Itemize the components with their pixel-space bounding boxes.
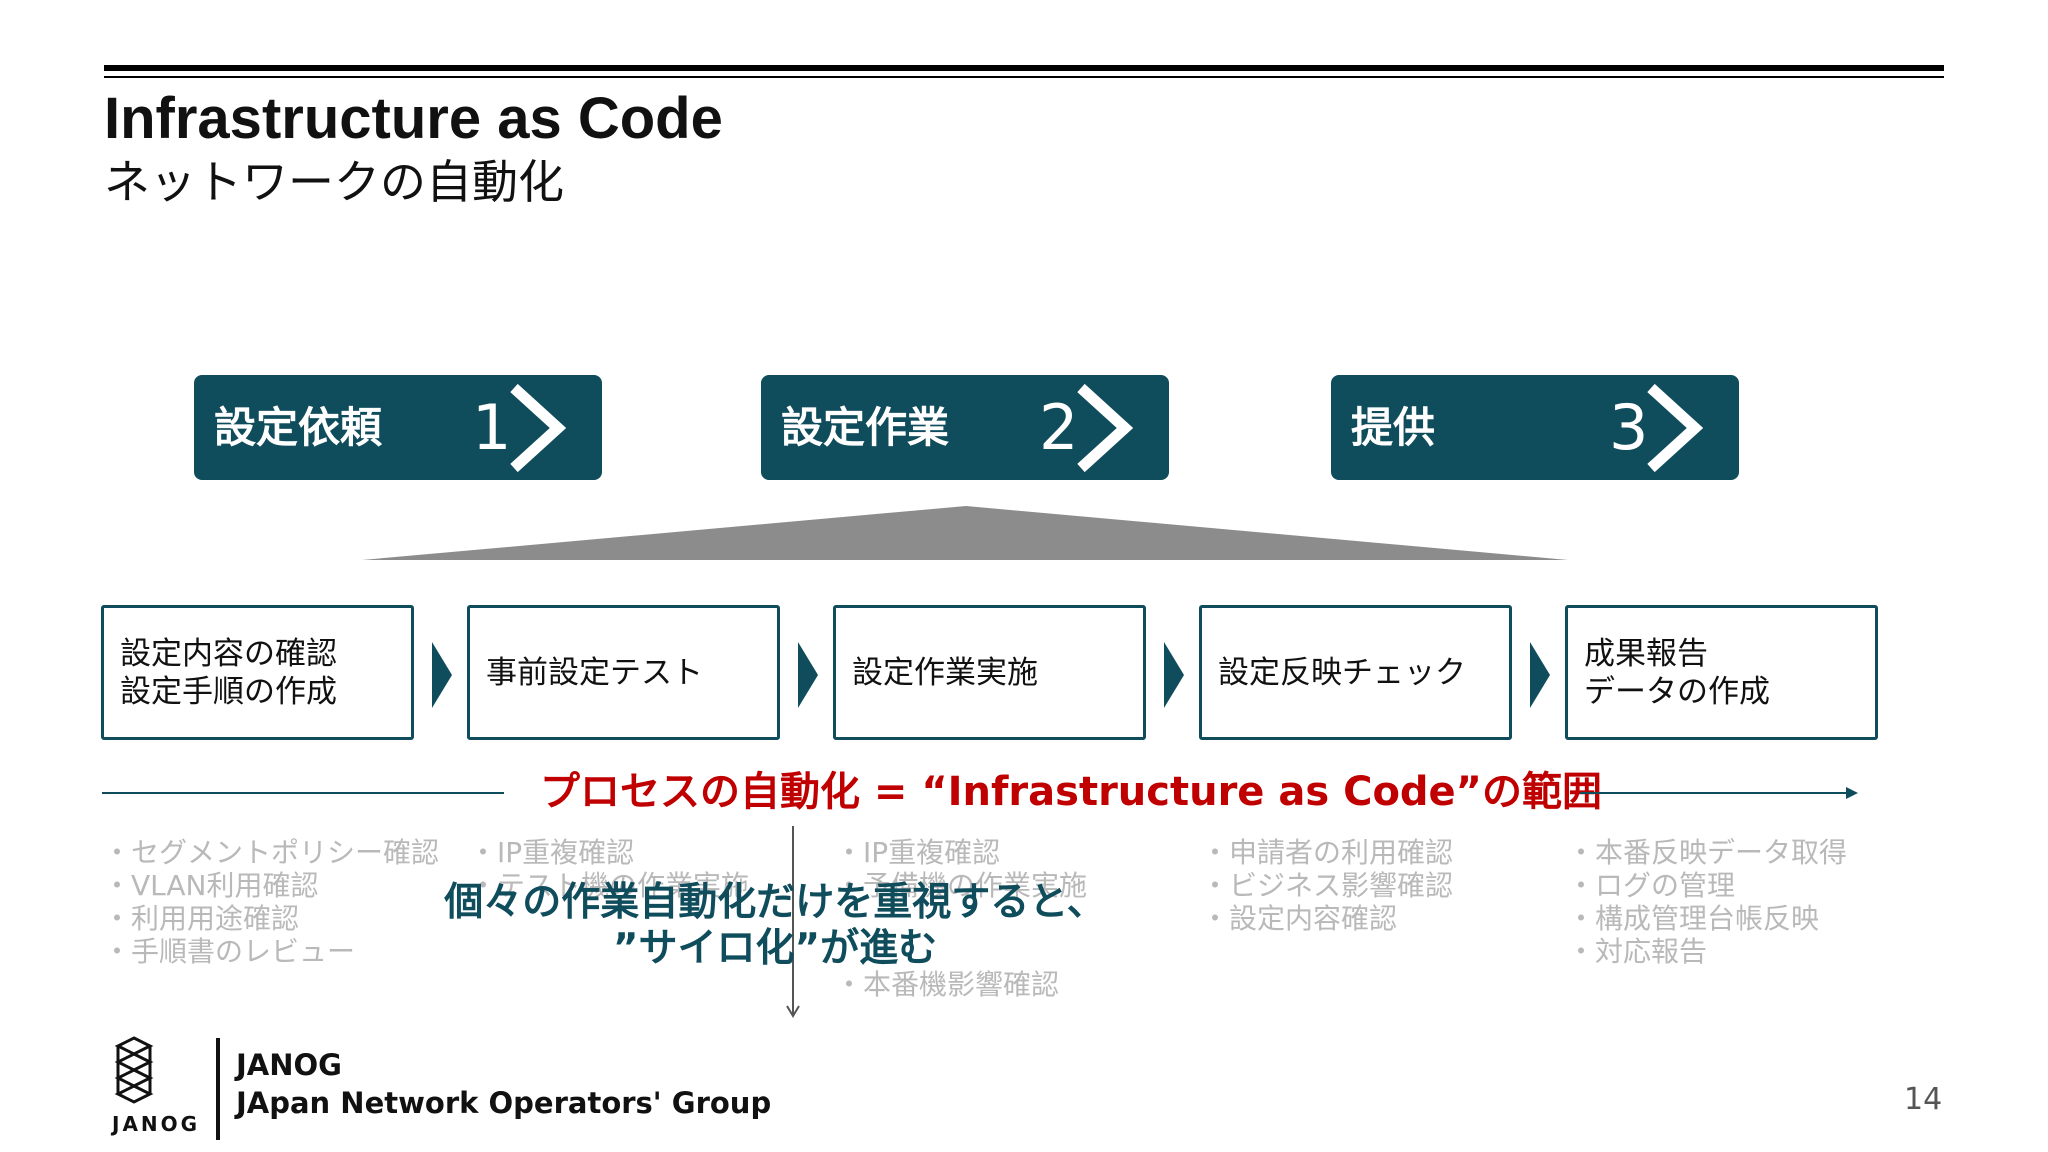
phase-number: 1 — [472, 391, 512, 464]
scope-line-left — [102, 792, 504, 794]
task-item: ・利用用途確認 — [103, 902, 300, 935]
task-item: ・ログの管理 — [1567, 869, 1736, 902]
task-item: ・テスト機の作業実施 — [469, 869, 750, 902]
step-box-2: 事前設定テスト — [467, 605, 780, 740]
task-item: ・設定内容確認 — [1201, 902, 1398, 935]
org-short-name: JANOG — [236, 1048, 342, 1082]
page-number: 14 — [1904, 1082, 1943, 1117]
task-item: ・対応報告 — [1567, 935, 1708, 968]
silo-callout: 個々の作業自動化だけを重視すると、 ”サイロ化”が進む — [444, 880, 1106, 971]
task-list-5: ・本番反映データ取得 ・ログの管理 ・構成管理台帳反映 ・対応報告 — [1567, 836, 1847, 968]
step-box-4: 設定反映チェック — [1199, 605, 1512, 740]
slide-title: Infrastructure as Code — [104, 86, 723, 151]
phase-box-2: 設定作業 2 — [761, 375, 1169, 480]
task-item: ・予備機の作業実施 — [835, 869, 1088, 902]
task-item: ・本番反映データ取得 — [1567, 836, 1848, 869]
step-box-1: 設定内容の確認 設定手順の作成 — [101, 605, 414, 740]
phase-label: 設定作業 — [781, 403, 950, 452]
step-arrow-icon — [1530, 642, 1550, 708]
janog-logo-icon — [114, 1036, 154, 1104]
step-text: 設定作業実施 — [852, 654, 1038, 691]
expansion-fan-shape — [362, 506, 1568, 560]
footer-divider — [216, 1038, 220, 1140]
task-list-3: ・IP重複確認 ・予備機の作業実施 ・本番機影響確認 — [835, 836, 1087, 1001]
arrow-down-icon — [786, 826, 800, 1018]
step-arrow-icon — [798, 642, 818, 708]
task-list-4: ・申請者の利用確認 ・ビジネス影響確認 ・設定内容確認 — [1201, 836, 1453, 935]
chevron-right-icon — [1647, 383, 1704, 473]
phase-number: 3 — [1609, 391, 1649, 464]
phase-label: 提供 — [1351, 403, 1436, 452]
step-box-3: 設定作業実施 — [833, 605, 1146, 740]
task-item: ・構成管理台帳反映 — [1567, 902, 1820, 935]
task-item: ・IP重複確認 — [469, 836, 635, 869]
phase-number: 2 — [1039, 391, 1079, 464]
step-text: 設定内容の確認 設定手順の作成 — [120, 635, 337, 710]
step-arrow-icon — [432, 642, 452, 708]
phase-box-3: 提供 3 — [1331, 375, 1739, 480]
step-text: 事前設定テスト — [486, 654, 703, 691]
logo-wordmark: JANOG — [112, 1112, 201, 1136]
task-item: ・ビジネス影響確認 — [1201, 869, 1454, 902]
scope-label: プロセスの自動化 = “Infrastructure as Code”の範囲 — [540, 769, 1602, 815]
task-item: ・セグメントポリシー確認 — [103, 836, 440, 869]
task-item: ・VLAN利用確認 — [103, 869, 319, 902]
step-box-5: 成果報告 データの作成 — [1565, 605, 1878, 740]
arrow-right-icon — [1580, 787, 1858, 799]
task-item: ・申請者の利用確認 — [1201, 836, 1454, 869]
task-list-1: ・セグメントポリシー確認 ・VLAN利用確認 ・利用用途確認 ・手順書のレビュー — [103, 836, 439, 968]
header-rule-thick — [104, 65, 1944, 71]
phase-label: 設定依頼 — [214, 403, 383, 452]
step-arrow-icon — [1164, 642, 1184, 708]
header-rule-thin — [104, 76, 1944, 78]
phase-box-1: 設定依頼 1 — [194, 375, 602, 480]
step-text: 設定反映チェック — [1218, 654, 1466, 691]
task-item: ・IP重複確認 — [835, 836, 1001, 869]
slide-subtitle: ネットワークの自動化 — [104, 155, 564, 209]
step-text: 成果報告 データの作成 — [1584, 635, 1770, 710]
org-full-name: JApan Network Operators' Group — [236, 1086, 772, 1120]
chevron-right-icon — [1077, 383, 1134, 473]
task-item: ・手順書のレビュー — [103, 935, 356, 968]
task-list-2: ・IP重複確認 ・テスト機の作業実施 — [469, 836, 749, 902]
task-item: ・本番機影響確認 — [835, 968, 1060, 1001]
chevron-right-icon — [510, 383, 567, 473]
